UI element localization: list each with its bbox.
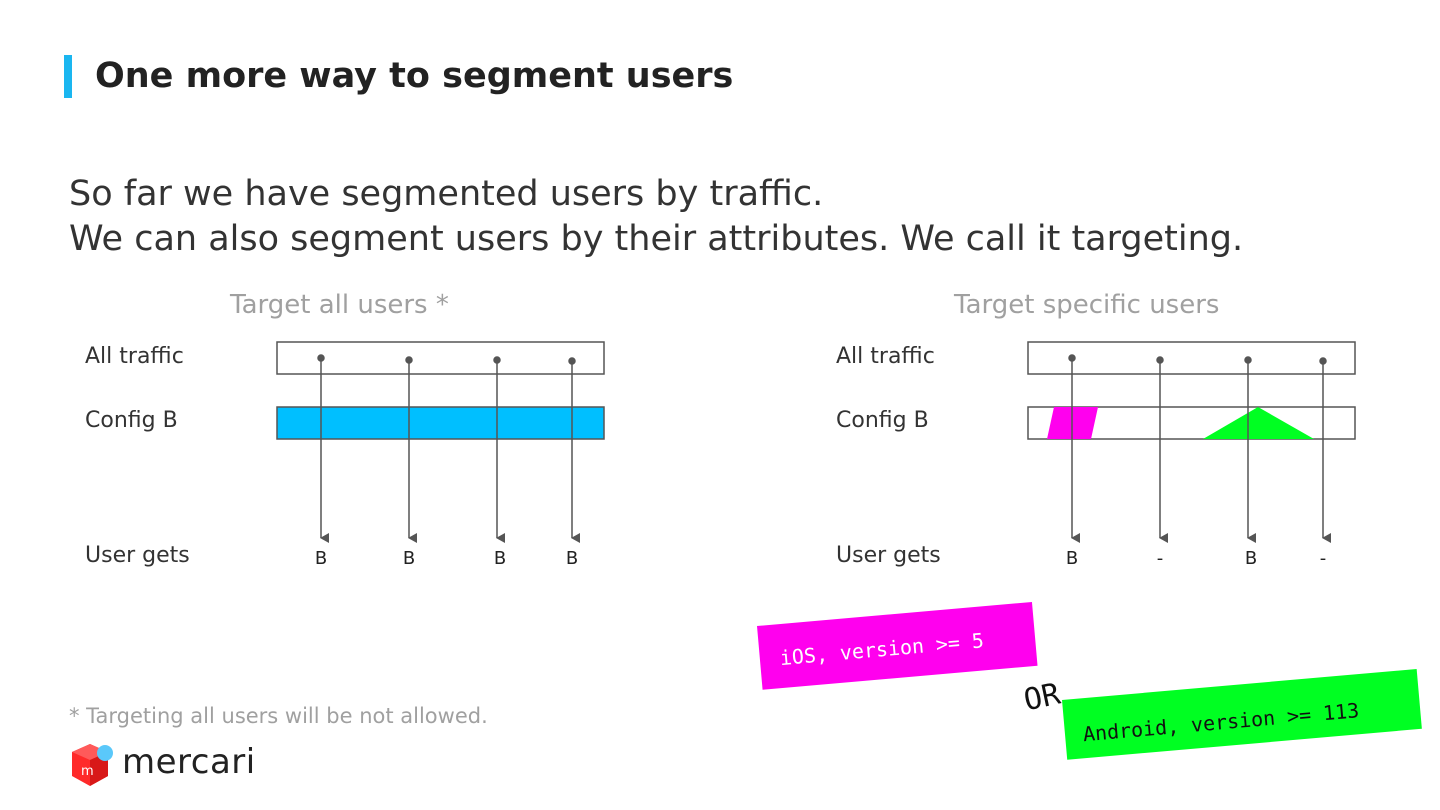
footnote: * Targeting all users will be not allowe… — [69, 704, 488, 728]
title-accent-bar — [64, 55, 72, 98]
result-label: B — [1065, 548, 1079, 569]
result-label: - — [1319, 548, 1327, 569]
result-label: - — [1156, 548, 1164, 569]
mercari-wordmark: mercari — [122, 742, 256, 782]
page-title: One more way to segment users — [95, 56, 734, 96]
panel-title-all-users: Target all users * — [230, 290, 449, 320]
row-label-all-traffic: All traffic — [836, 344, 935, 369]
result-label: B — [402, 548, 416, 569]
intro-text: So far we have segmented users by traffi… — [69, 172, 1243, 262]
result-label: B — [1244, 548, 1258, 569]
ios-targeting-label: iOS, version >= 5 — [778, 628, 985, 671]
android-segment-shape — [1203, 407, 1314, 439]
panel-title-specific-users: Target specific users — [954, 290, 1220, 320]
row-label-user-gets: User gets — [836, 543, 941, 568]
result-label: B — [493, 548, 507, 569]
result-label: B — [314, 548, 328, 569]
all-traffic-bar — [1027, 341, 1356, 375]
intro-line-2: We can also segment users by their attri… — [69, 219, 1244, 259]
svg-text:m: m — [81, 764, 94, 779]
traffic-arrows-panel-2 — [1068, 354, 1331, 543]
row-label-config-b: Config B — [836, 408, 929, 433]
row-label-config-b: Config B — [85, 408, 178, 433]
mercari-logo: m mercari — [70, 742, 255, 790]
all-traffic-bar — [276, 341, 605, 375]
or-label: OR — [1020, 676, 1064, 719]
row-label-all-traffic: All traffic — [85, 344, 184, 369]
intro-line-1: So far we have segmented users by traffi… — [69, 174, 824, 214]
mercari-cube-icon: m — [72, 744, 113, 786]
traffic-arrows-panel-1 — [317, 354, 580, 543]
result-label: B — [565, 548, 579, 569]
row-label-user-gets: User gets — [85, 543, 190, 568]
config-b-bar-full — [276, 406, 605, 440]
